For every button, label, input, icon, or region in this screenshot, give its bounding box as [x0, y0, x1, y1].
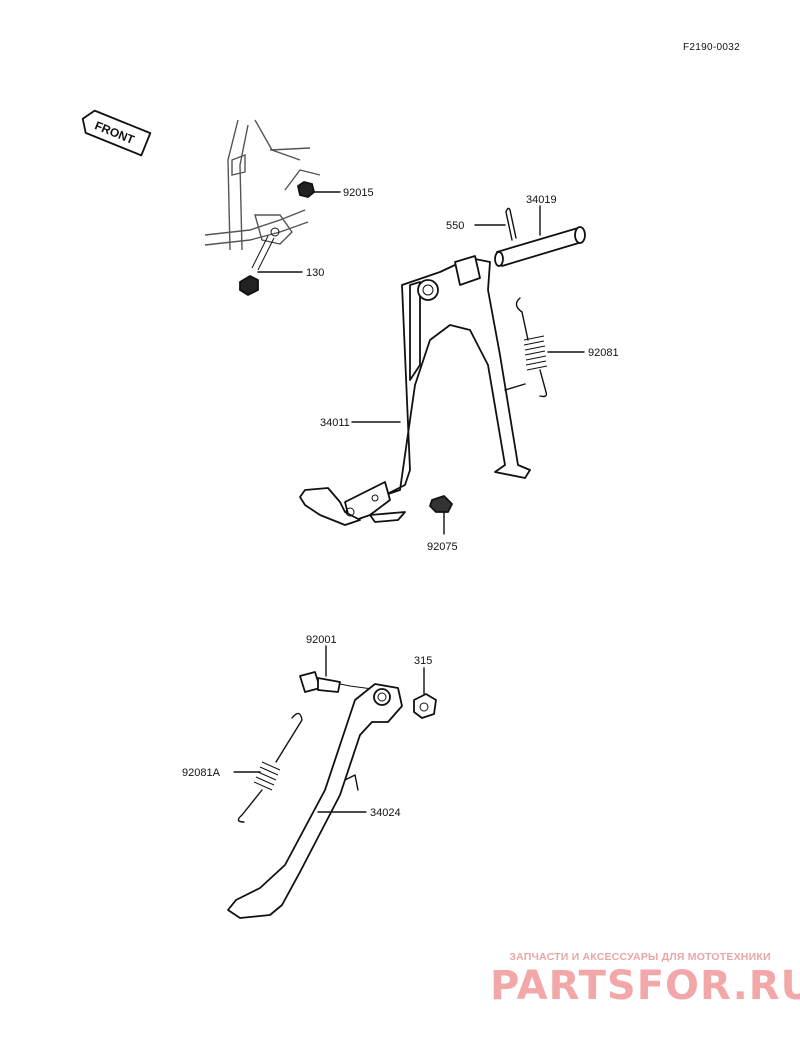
- nut-315: [413, 667, 437, 719]
- callout-130: 130: [306, 267, 324, 279]
- callout-34019: 34019: [526, 194, 557, 206]
- cotter-pin-550: [474, 207, 517, 241]
- bolt-130: [239, 235, 303, 296]
- nut-92015: [297, 181, 341, 198]
- callout-315: 315: [414, 655, 432, 667]
- shaft-34019: [494, 205, 586, 267]
- callout-550: 550: [446, 220, 464, 232]
- callout-92081: 92081: [588, 347, 619, 359]
- side-stand-34024: [227, 683, 403, 919]
- front-arrow-icon: FRONT: [81, 109, 152, 157]
- frame-section: [204, 119, 321, 251]
- stopper-92075: [429, 495, 453, 535]
- callout-34024: 34024: [370, 807, 401, 819]
- watermark-tagline: ЗАПЧАСТИ И АКСЕССУАРЫ ДЛЯ МОТОТЕХНИКИ: [509, 951, 771, 963]
- bolt-92001: [299, 645, 381, 693]
- callout-34011: 34011: [320, 417, 350, 429]
- callout-92015: 92015: [343, 187, 374, 199]
- diagram-code: F2190-0032: [683, 42, 740, 53]
- spring-92081A: [233, 712, 303, 823]
- spring-92081: [515, 297, 585, 398]
- callout-92001: 92001: [306, 634, 337, 646]
- watermark-brand: PARTSFOR.RU: [490, 963, 800, 1009]
- callout-92081A: 92081A: [182, 767, 221, 779]
- center-stand-34011: [299, 255, 531, 526]
- callout-92075: 92075: [427, 541, 458, 553]
